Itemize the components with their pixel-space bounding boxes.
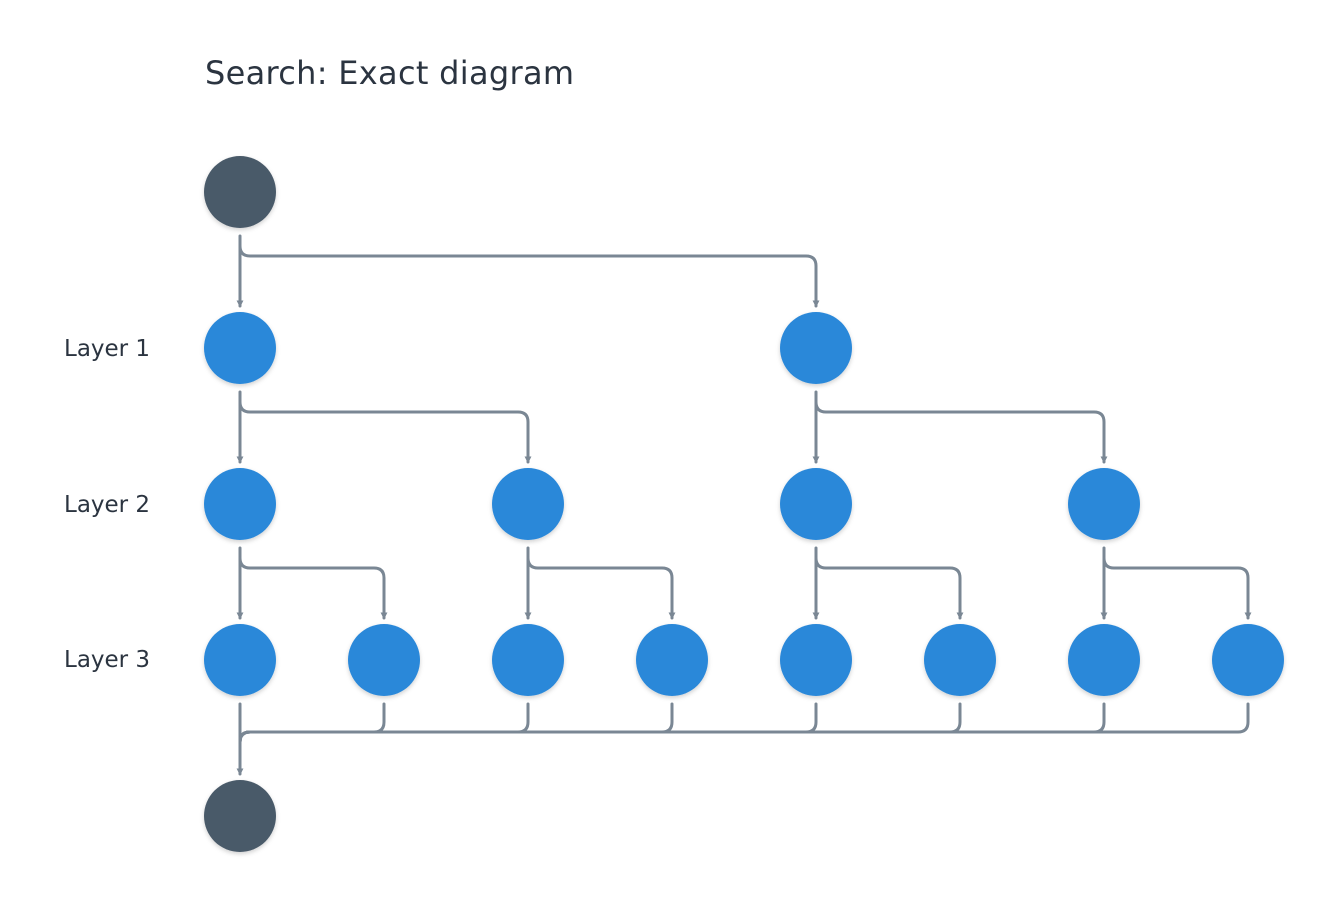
layer1-node-2-right-edge <box>814 400 1108 464</box>
layer3-node-8 <box>1212 624 1284 696</box>
layer1-node-2 <box>780 312 852 384</box>
layer2-node-2 <box>492 468 564 540</box>
merge-edge-4 <box>238 702 674 744</box>
merge-edge-2 <box>238 702 386 744</box>
edges-group <box>236 234 1252 776</box>
page-title: Search: Exact diagram <box>205 54 575 92</box>
layer2-node-1 <box>204 468 276 540</box>
layer2-node-3-right-edge <box>814 556 964 620</box>
root-right-edge <box>238 244 820 308</box>
layer1-node-1 <box>204 312 276 384</box>
layer3-node-7 <box>1068 624 1140 696</box>
layer2-node-4 <box>1068 468 1140 540</box>
layer1-node-1-right-edge <box>238 400 532 464</box>
end-node <box>204 780 276 852</box>
layer-label-3: Layer 3 <box>64 647 151 673</box>
layer3-node-4 <box>636 624 708 696</box>
layer3-node-3 <box>492 624 564 696</box>
layer3-node-2 <box>348 624 420 696</box>
layer2-node-2-right-edge <box>526 556 676 620</box>
layer2-node-1-right-edge <box>238 556 388 620</box>
merge-edge-8 <box>238 702 1250 744</box>
layer-label-1: Layer 1 <box>64 336 151 362</box>
layer3-node-6 <box>924 624 996 696</box>
start-node <box>204 156 276 228</box>
nodes-group <box>204 156 1284 852</box>
layer2-node-4-right-edge <box>1102 556 1252 620</box>
layer2-node-3 <box>780 468 852 540</box>
layer3-node-5 <box>780 624 852 696</box>
layer3-node-1 <box>204 624 276 696</box>
layer-label-2: Layer 2 <box>64 492 151 518</box>
merge-edge-6 <box>238 702 962 744</box>
